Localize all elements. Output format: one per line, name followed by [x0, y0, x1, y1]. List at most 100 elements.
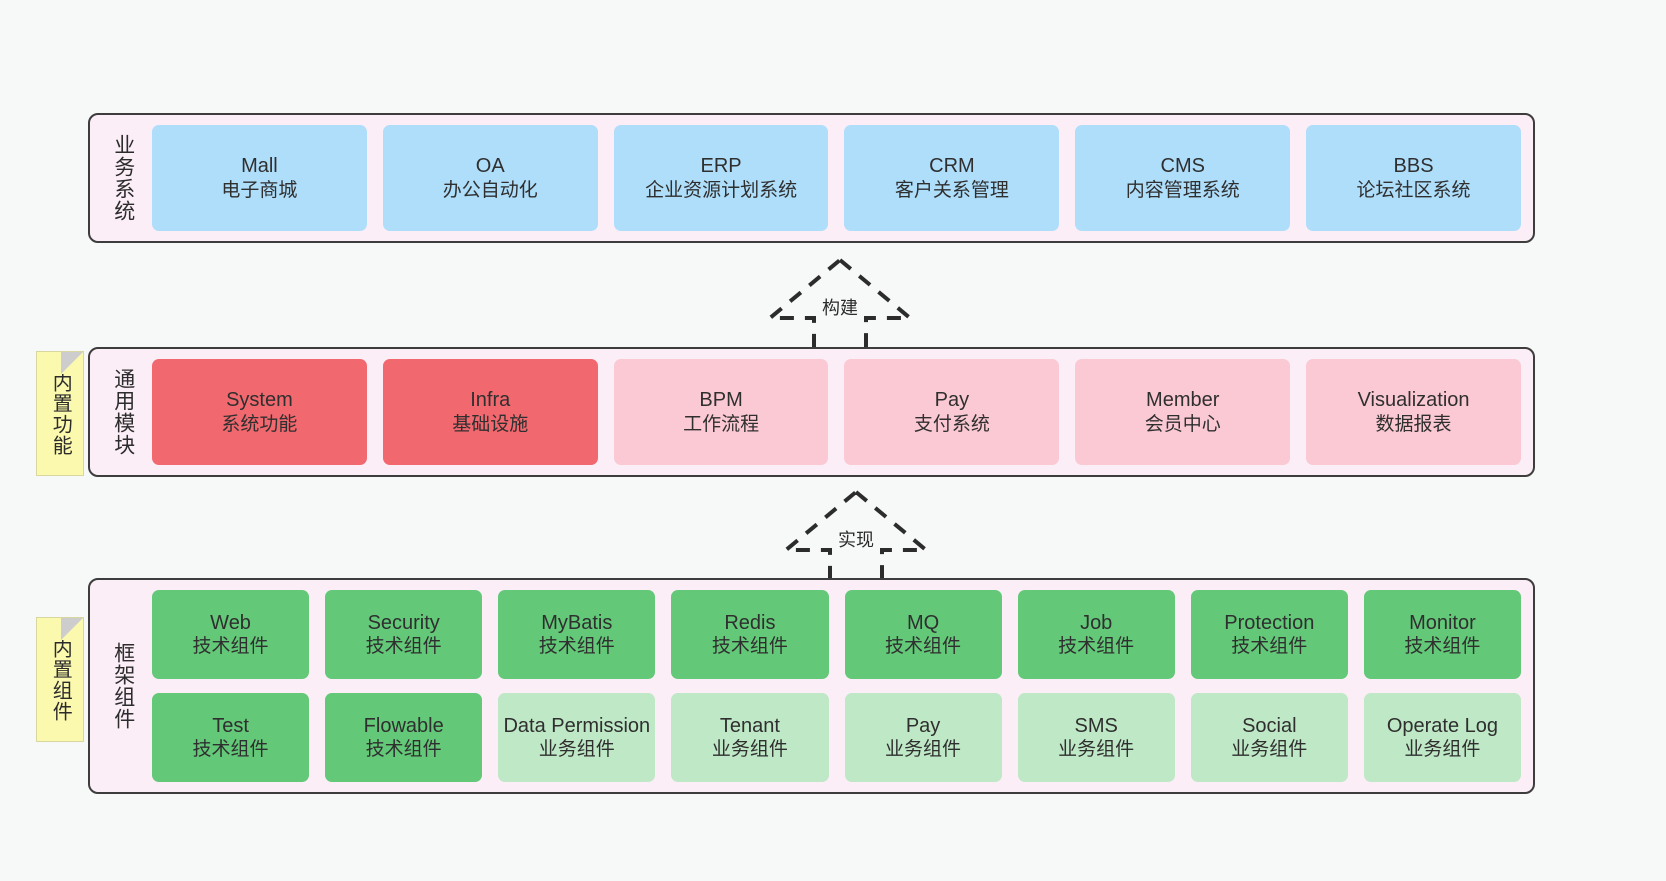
card-security[interactable]: Security 技术组件 — [325, 590, 483, 679]
card-subtitle: 技术组件 — [365, 739, 442, 761]
card-job[interactable]: Job 技术组件 — [1017, 590, 1175, 679]
card-title: Monitor — [1409, 611, 1476, 634]
layer-framework-card-area: Web 技术组件 Security 技术组件 MyBatis 技术组件 Redi… — [144, 590, 1521, 782]
arrow-build: 构建 — [760, 256, 920, 356]
card-title: Social — [1242, 714, 1297, 737]
card-subtitle: 技术组件 — [192, 636, 269, 658]
card-pay-module[interactable]: Pay 支付系统 — [844, 359, 1060, 465]
card-subtitle: 业务组件 — [885, 739, 962, 761]
card-protection[interactable]: Protection 技术组件 — [1190, 590, 1348, 679]
card-title: MyBatis — [541, 611, 613, 634]
card-subtitle: 基础设施 — [452, 413, 529, 435]
layer-modules-card-area: System 系统功能 Infra 基础设施 BPM 工作流程 Pay 支付系统… — [144, 359, 1521, 465]
card-subtitle: 技术组件 — [1231, 636, 1308, 658]
card-cms[interactable]: CMS 内容管理系统 — [1075, 125, 1291, 231]
card-row: Web 技术组件 Security 技术组件 MyBatis 技术组件 Redi… — [152, 590, 1521, 679]
card-subtitle: 技术组件 — [538, 636, 615, 658]
card-sms[interactable]: SMS 业务组件 — [1017, 693, 1175, 782]
arrow-outline-shape — [764, 257, 916, 354]
card-test[interactable]: Test 技术组件 — [152, 693, 310, 782]
card-flowable[interactable]: Flowable 技术组件 — [325, 693, 483, 782]
card-subtitle: 内容管理系统 — [1125, 179, 1240, 201]
card-subtitle: 业务组件 — [711, 739, 788, 761]
card-operate-log[interactable]: Operate Log 业务组件 — [1363, 693, 1521, 782]
card-social[interactable]: Social 业务组件 — [1190, 693, 1348, 782]
card-title: Pay — [905, 714, 941, 737]
card-title: Test — [212, 714, 249, 737]
card-subtitle: 技术组件 — [711, 636, 788, 658]
note-builtin-components: 内置组件 — [36, 617, 84, 742]
card-title: Redis — [724, 611, 776, 634]
card-title: Data Permission — [503, 714, 651, 737]
card-member[interactable]: Member 会员中心 — [1075, 359, 1291, 465]
card-subtitle: 数据报表 — [1375, 413, 1452, 435]
card-subtitle: 客户关系管理 — [894, 179, 1009, 201]
arrow-implement: 实现 — [776, 488, 936, 588]
card-title: Web — [210, 611, 251, 634]
card-title: Job — [1080, 611, 1113, 634]
layer-title-common-modules: 通用模块 — [111, 368, 135, 456]
card-row: System 系统功能 Infra 基础设施 BPM 工作流程 Pay 支付系统… — [152, 359, 1521, 465]
card-subtitle: 支付系统 — [913, 413, 990, 435]
card-title: System — [226, 389, 293, 412]
card-subtitle: 业务组件 — [538, 739, 615, 761]
card-subtitle: 技术组件 — [1058, 636, 1135, 658]
layer-common-modules: 通用模块 System 系统功能 Infra 基础设施 BPM 工作流程 Pay… — [88, 347, 1535, 477]
card-subtitle: 业务组件 — [1404, 739, 1481, 761]
card-data-permission[interactable]: Data Permission 业务组件 — [498, 693, 656, 782]
card-title: Visualization — [1357, 389, 1470, 412]
card-oa[interactable]: OA 办公自动化 — [382, 125, 598, 231]
card-title: Tenant — [719, 714, 780, 737]
card-subtitle: 技术组件 — [192, 739, 269, 761]
card-bbs[interactable]: BBS 论坛社区系统 — [1306, 125, 1521, 231]
card-title: ERP — [700, 155, 742, 178]
card-subtitle: 系统功能 — [221, 413, 298, 435]
card-web[interactable]: Web 技术组件 — [152, 590, 310, 679]
card-subtitle: 技术组件 — [365, 636, 442, 658]
card-title: Mall — [241, 155, 278, 178]
card-title: CMS — [1160, 155, 1205, 178]
layer-title-framework-components: 框架组件 — [111, 642, 135, 730]
card-subtitle: 工作流程 — [683, 413, 760, 435]
card-erp[interactable]: ERP 企业资源计划系统 — [613, 125, 829, 231]
card-row: Test 技术组件 Flowable 技术组件 Data Permission … — [152, 693, 1521, 782]
card-subtitle: 电子商城 — [221, 179, 298, 201]
card-mq[interactable]: MQ 技术组件 — [844, 590, 1002, 679]
note-label: 内置功能 — [49, 371, 72, 456]
card-title: Flowable — [363, 714, 444, 737]
card-mall[interactable]: Mall 电子商城 — [152, 125, 367, 231]
card-title: MQ — [906, 611, 940, 634]
card-subtitle: 企业资源计划系统 — [645, 179, 798, 201]
card-title: CRM — [929, 155, 975, 178]
arrow-outline-shape — [780, 489, 932, 586]
card-subtitle: 业务组件 — [1058, 739, 1135, 761]
card-redis[interactable]: Redis 技术组件 — [671, 590, 829, 679]
card-title: BBS — [1393, 155, 1434, 178]
card-title: Infra — [470, 389, 511, 412]
card-subtitle: 技术组件 — [1404, 636, 1481, 658]
card-mybatis[interactable]: MyBatis 技术组件 — [498, 590, 656, 679]
card-title: OA — [475, 155, 505, 178]
layer-business-systems: 业务系统 Mall 电子商城 OA 办公自动化 ERP 企业资源计划系统 CRM… — [88, 113, 1535, 243]
card-title: Protection — [1224, 611, 1315, 634]
card-subtitle: 业务组件 — [1231, 739, 1308, 761]
card-subtitle: 技术组件 — [885, 636, 962, 658]
card-pay-component[interactable]: Pay 业务组件 — [844, 693, 1002, 782]
card-infra[interactable]: Infra 基础设施 — [382, 359, 598, 465]
card-title: BPM — [699, 389, 743, 412]
card-monitor[interactable]: Monitor 技术组件 — [1363, 590, 1521, 679]
card-title: SMS — [1074, 714, 1118, 737]
card-bpm[interactable]: BPM 工作流程 — [613, 359, 829, 465]
card-title: Operate Log — [1386, 714, 1499, 737]
card-crm[interactable]: CRM 客户关系管理 — [844, 125, 1060, 231]
card-subtitle: 办公自动化 — [442, 179, 538, 201]
card-title: Member — [1146, 389, 1220, 412]
card-title: Security — [367, 611, 440, 634]
card-row: Mall 电子商城 OA 办公自动化 ERP 企业资源计划系统 CRM 客户关系… — [152, 125, 1521, 231]
card-visualization[interactable]: Visualization 数据报表 — [1306, 359, 1521, 465]
card-system[interactable]: System 系统功能 — [152, 359, 367, 465]
card-tenant[interactable]: Tenant 业务组件 — [671, 693, 829, 782]
note-label: 内置组件 — [49, 637, 72, 722]
layer-business-card-area: Mall 电子商城 OA 办公自动化 ERP 企业资源计划系统 CRM 客户关系… — [144, 125, 1521, 231]
